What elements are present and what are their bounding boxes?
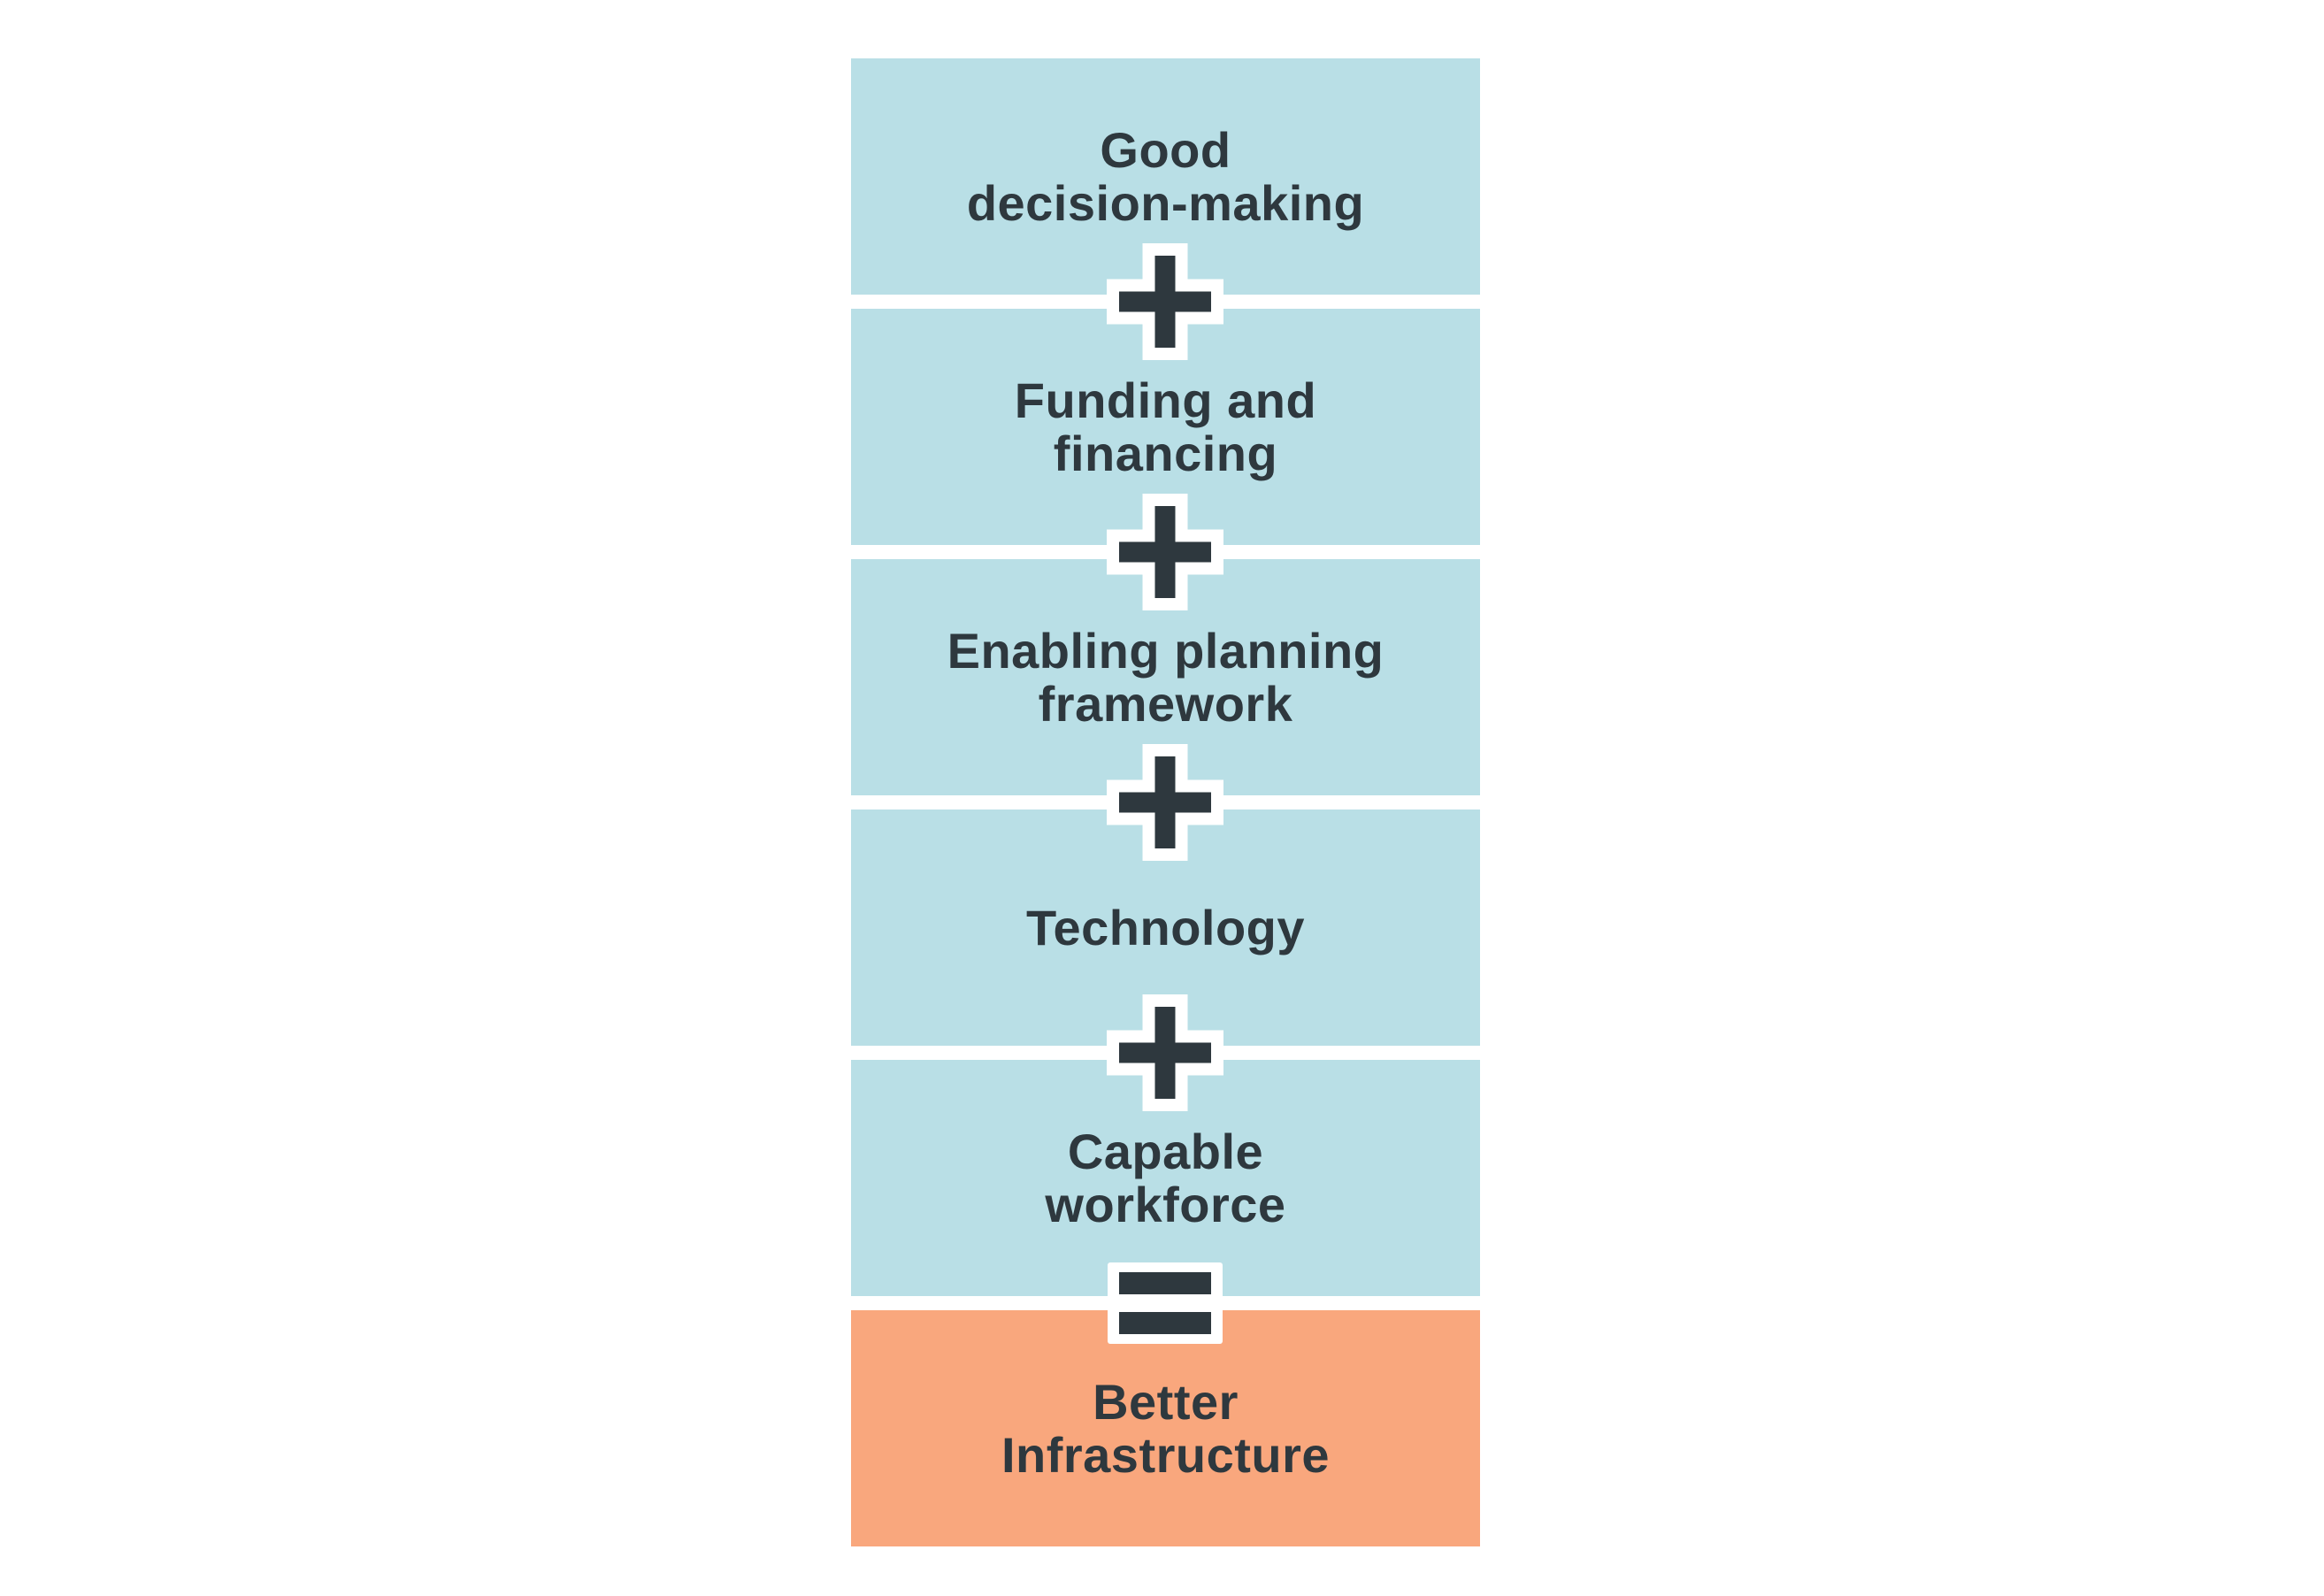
box-better-infrastructure: Better Infrastructure [851, 1310, 1480, 1546]
box-label-line: Technology [1025, 899, 1306, 955]
box-enabling-planning-framework: Enabling planning framework [851, 559, 1480, 795]
box-label-line: Enabling planning [947, 623, 1384, 679]
box-capable-workforce: Capable workforce [851, 1060, 1480, 1296]
box-label-line: framework [1038, 675, 1293, 732]
box-label-line: financing [1053, 425, 1278, 481]
box-label-line: decision-making [966, 174, 1365, 231]
box-label-line: Capable [1067, 1124, 1264, 1180]
box-label-line: workforce [1045, 1176, 1286, 1232]
box-label-line: Good [1100, 122, 1231, 179]
equals-icon [1108, 1262, 1223, 1344]
plus-icon [1107, 994, 1223, 1111]
box-label-line: Funding and [1014, 372, 1317, 429]
box-label-line: Infrastructure [1001, 1426, 1331, 1483]
box-label-line: Better [1093, 1374, 1239, 1431]
plus-icon [1107, 243, 1223, 360]
infographic-stack: Good decision-making Funding and financi… [851, 58, 1480, 1546]
plus-icon [1107, 744, 1223, 861]
plus-icon [1107, 494, 1223, 610]
